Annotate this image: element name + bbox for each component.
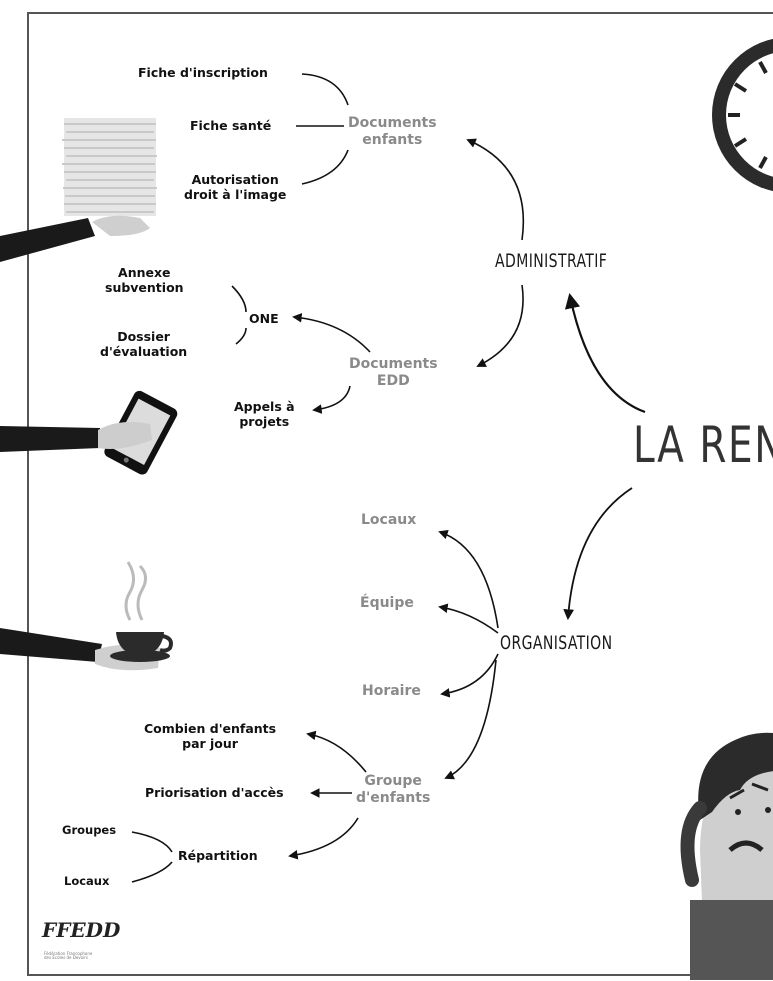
- logo-subtitle: Fédération Francophone des Écoles de Dev…: [44, 951, 93, 961]
- clock-icon: [712, 38, 773, 192]
- node-equipe: Équipe: [360, 595, 414, 611]
- leaf-fiche-inscription: Fiche d'inscription: [138, 65, 268, 80]
- node-locaux: Locaux: [361, 512, 417, 528]
- connector-autorisation: [301, 149, 349, 185]
- logo-text: FFEDD: [42, 918, 121, 942]
- arrow-groupe-to-repartition: [288, 817, 359, 860]
- arrow-org-to-equipe: [438, 603, 499, 634]
- arrow-edd-to-appels: [312, 385, 351, 414]
- leaf-fiche-sante: Fiche santé: [190, 118, 272, 133]
- leaf-groupes: Groupes: [62, 823, 117, 837]
- arrow-edd-to-one: [292, 313, 371, 353]
- main-title: LA REN: [633, 416, 773, 474]
- arrow-org-to-horaire: [440, 653, 499, 698]
- node-groupe-enfants: Groupe d'enfants: [356, 773, 431, 806]
- leaf-appels-projets: Appels à projets: [234, 399, 295, 429]
- hub-organisation: ORGANISATION: [500, 632, 613, 654]
- connector-fiche-inscription: [301, 73, 349, 106]
- poster-frame: [27, 12, 773, 976]
- node-horaire: Horaire: [362, 683, 421, 699]
- connector-dossier: [235, 327, 247, 345]
- arrow-org-to-groupe: [444, 659, 497, 780]
- node-documents-enfants: Documents enfants: [348, 115, 437, 148]
- coffee-cup-icon: [0, 561, 173, 671]
- leaf-locaux-repartition: Locaux: [64, 874, 110, 888]
- arrow-admin-to-documents-enfants: [466, 138, 525, 241]
- paper-stack-icon: [0, 118, 157, 262]
- tablet-icon: [0, 390, 178, 475]
- hub-administratif: ADMINISTRATIF: [495, 250, 608, 272]
- arrow-admin-to-documents-edd: [476, 284, 524, 367]
- node-documents-edd: Documents EDD: [349, 356, 438, 389]
- node-repartition: Répartition: [178, 848, 258, 863]
- node-one: ONE: [249, 311, 279, 326]
- leaf-annexe-subvention: Annexe subvention: [105, 265, 184, 295]
- leaf-combien-enfants: Combien d'enfants par jour: [144, 721, 277, 751]
- connector-groupes: [131, 831, 173, 853]
- ffedd-logo: FFEDD Fédération Francophone des Écoles …: [42, 918, 122, 970]
- arrow-groupe-to-combien: [306, 730, 367, 773]
- arrow-title-to-organisation: [563, 487, 633, 621]
- connector-locaux-bottom: [131, 861, 173, 883]
- worried-person-icon: [680, 732, 773, 980]
- connector-lines: [131, 73, 646, 883]
- arrow-org-to-locaux: [438, 529, 499, 629]
- arrow-title-to-admin: [564, 292, 646, 414]
- leaf-priorisation-acces: Priorisation d'accès: [145, 785, 284, 800]
- leaf-autorisation: Autorisation droit à l'image: [184, 172, 287, 202]
- leaf-dossier-evaluation: Dossier d'évaluation: [100, 329, 188, 359]
- connector-annexe: [231, 285, 247, 313]
